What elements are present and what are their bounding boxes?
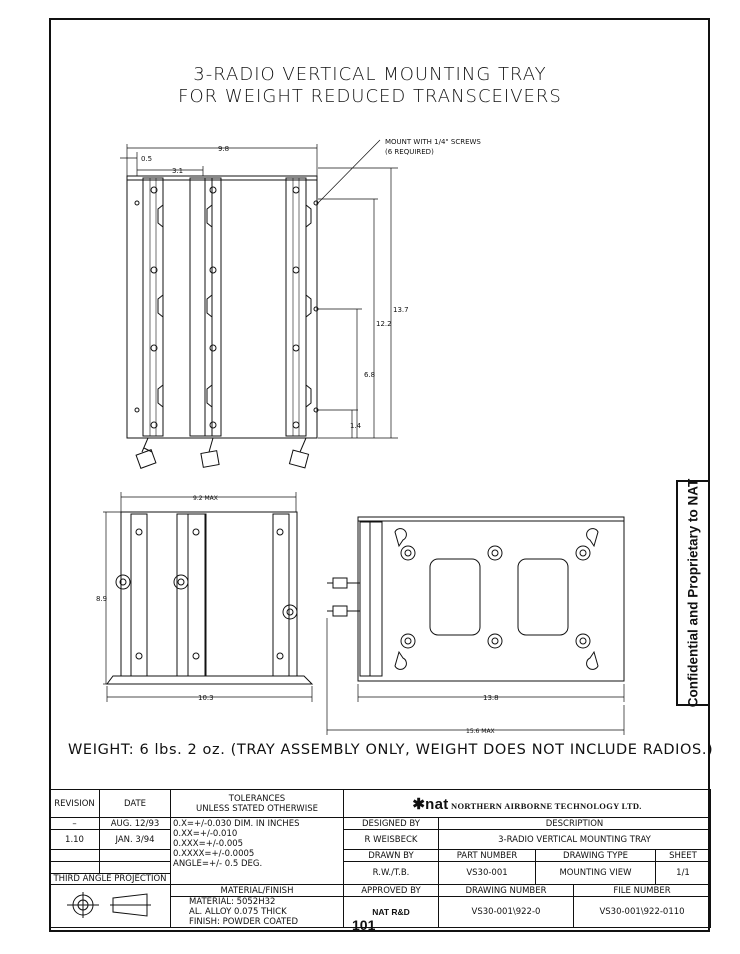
file-number: VS30-001\922-0110 — [572, 896, 712, 928]
approved-by-label: APPROVED BY — [343, 884, 439, 897]
page-number: 101 — [352, 917, 376, 933]
front-view-dimension-lines — [103, 492, 313, 702]
description: 3-RADIO VERTICAL MOUNTING TRAY — [437, 829, 712, 850]
tolerance-values: 0.X=+/-0.030 DIM. IN INCHES 0.XX=+/-0.01… — [170, 817, 344, 885]
file-number-label: FILE NUMBER — [572, 884, 712, 897]
projection-label: THIRD ANGLE PROJECTION — [49, 873, 171, 885]
dim-front-max-width: 9.2 MAX — [193, 495, 218, 502]
drawn-by: R.W./T.B. — [343, 861, 439, 885]
weight-note: WEIGHT: 6 lbs. 2 oz. (TRAY ASSEMBLY ONLY… — [68, 742, 714, 758]
date-header: DATE — [99, 789, 171, 818]
dim-top-h3: 1.4 — [350, 422, 362, 430]
sheet-number: 1/1 — [654, 861, 712, 885]
description-label: DESCRIPTION — [437, 817, 712, 830]
drawing-title-line1: 3-RADIO VERTICAL MOUNTING TRAY — [193, 64, 547, 85]
drawn-by-label: DRAWN BY — [343, 849, 439, 862]
approved-by: NAT R&D — [343, 896, 439, 928]
dim-front-height: 8.9 — [96, 595, 107, 603]
confidential-stamp: Confidential and Proprietary to NAT — [676, 478, 710, 708]
material-header: MATERIAL/FINISH — [170, 884, 344, 897]
drawing-number-label: DRAWING NUMBER — [438, 884, 574, 897]
sheet-label: SHEET — [654, 849, 712, 862]
third-angle-projection-icon — [67, 891, 151, 918]
rev-1: – — [49, 817, 100, 830]
dim-top-height-total: 13.7 — [393, 306, 409, 314]
dim-front-base: 10.3 — [198, 694, 214, 702]
mount-note-line2: (6 REQUIRED) — [385, 148, 434, 156]
top-view-tray — [126, 175, 318, 439]
side-view-dimension-lines — [326, 618, 625, 735]
projection-symbol — [49, 884, 171, 928]
designed-by-label: DESIGNED BY — [343, 817, 439, 830]
top-view-connectors — [135, 437, 310, 469]
dim-side-depth: 13.8 — [483, 694, 499, 702]
nat-logo: ✱nat — [412, 795, 449, 813]
drawing-title-line2: FOR WEIGHT REDUCED TRANSCEIVERS — [178, 86, 562, 107]
drawing-type: MOUNTING VIEW — [535, 861, 656, 885]
revision-header: REVISION — [49, 789, 100, 818]
designed-by: R WEISBECK — [343, 829, 439, 850]
rev-1-date: AUG. 12/93 — [99, 817, 171, 830]
material-values: MATERIAL: 5052H32 AL. ALLOY 0.075 THICK … — [170, 896, 344, 928]
dim-top-h2: 6.8 — [364, 371, 375, 379]
front-view-tray — [106, 511, 314, 685]
dim-top-h1: 12.2 — [376, 320, 392, 328]
rev-2: 1.10 — [49, 829, 100, 850]
part-number: VS30-001 — [438, 861, 536, 885]
top-view-screws — [134, 186, 319, 429]
dim-top-edge: 0.5 — [141, 155, 152, 163]
dim-top-spacing: 3.1 — [172, 167, 183, 175]
rev-2-date: JAN. 3/94 — [99, 829, 171, 850]
dim-side-max-depth: 15.6 MAX — [466, 728, 495, 735]
dim-top-width: 9.8 — [218, 145, 229, 153]
drawing-number: VS30-001\922-0 — [438, 896, 574, 928]
side-view-tray — [327, 516, 625, 682]
mount-note-line1: MOUNT WITH 1/4" SCREWS — [385, 138, 481, 146]
drawing-border — [49, 18, 710, 932]
part-number-label: PART NUMBER — [438, 849, 536, 862]
confidential-text: Confidential and Proprietary to NAT — [685, 478, 701, 708]
company-name: ✱nat NORTHERN AIRBORNE TECHNOLOGY LTD. — [342, 789, 712, 818]
top-view-dimension-lines — [120, 139, 398, 439]
drawing-type-label: DRAWING TYPE — [535, 849, 656, 862]
